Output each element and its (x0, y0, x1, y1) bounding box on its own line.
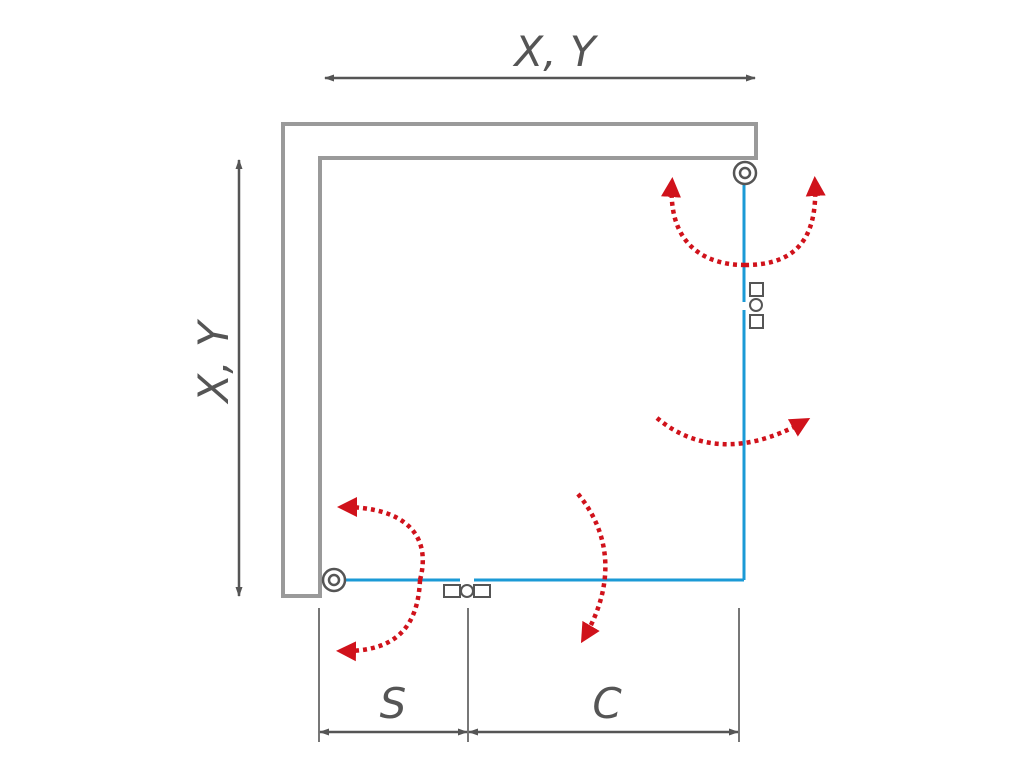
s-dimension-label: S (380, 679, 407, 728)
hinge-icon (321, 567, 347, 593)
swing-arrow-icon (744, 176, 826, 268)
swing-arrow-icon (661, 177, 746, 268)
handle-icon (443, 584, 491, 598)
swing-arrow-icon (655, 416, 811, 447)
hinge-icon (732, 160, 758, 186)
swing-arrow-icon (337, 497, 426, 581)
handle-icon (749, 282, 764, 329)
swing-arrow-icon (576, 492, 608, 644)
swing-arrow-icon (336, 579, 423, 662)
c-dimension-label: C (592, 679, 622, 728)
wall-outline (281, 122, 758, 598)
left-dimension-label: X, Y (189, 318, 238, 404)
top-dimension-label: X, Y (512, 27, 598, 76)
